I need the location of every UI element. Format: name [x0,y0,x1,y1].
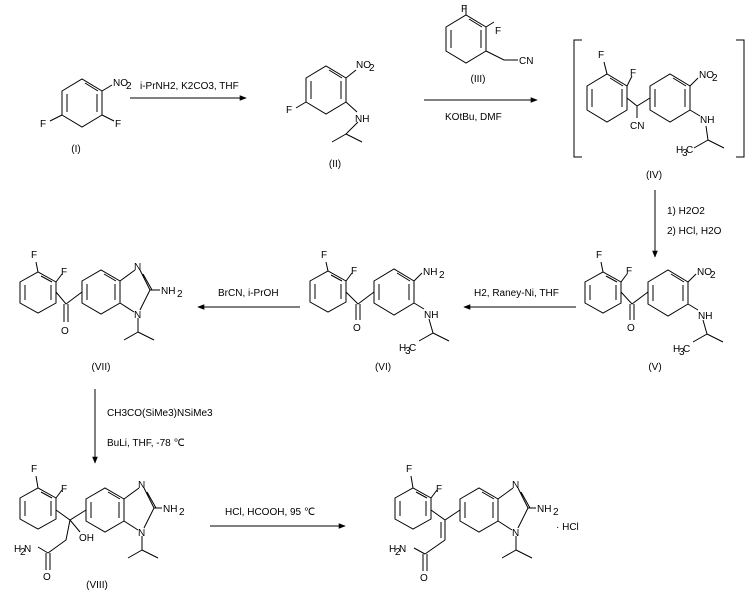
atom-o: O [43,572,51,583]
atom-sub: 3 [405,346,411,357]
compound-IV: F F CN NO 2 NH H C 3 (IV) [573,39,745,181]
atom-o: O [627,323,635,334]
atom-f: F [40,119,46,130]
atom-n: N [512,528,519,539]
atom-no2: NO [699,70,714,81]
atom-n: N [512,480,519,491]
compound-label-VIII: (VIII) [86,580,108,591]
atom-n: N [138,480,145,491]
compound-II: NO 2 NH F (II) [286,60,375,170]
atom-f: F [351,266,357,277]
atom-f: F [406,464,412,475]
atom-n: N [134,262,141,273]
condition-step6b: BuLi, THF, -78 ℃ [107,438,185,449]
atom-f: F [286,105,292,116]
atom-n: N [134,310,141,321]
condition-step3b: 2) HCl, H2O [667,226,722,237]
atom-cn: CN [519,56,533,67]
atom-f: F [61,484,67,495]
condition-step4: H2, Raney-Ni, THF [474,288,559,299]
atom-sub: 3 [679,347,685,358]
atom-nh2: NH [423,267,437,278]
atom-sub: 2 [20,547,26,558]
atom-f: F [31,464,37,475]
compound-V: F F O NO 2 NH H C 3 (V) [584,250,724,373]
compound-final: F F H N 2 O N N NH 2 · HCl [389,464,579,584]
atom-f: F [61,267,67,278]
atom-f: F [630,68,636,79]
atom-sub: 2 [126,81,132,92]
atom-h3c: H C [673,344,690,355]
atom-nh2: NH [163,504,177,515]
atom-nh2: NH [161,286,175,297]
condition-step5: BrCN, i-PrOH [218,288,279,299]
atom-no2: NO [113,78,128,89]
atom-f: F [31,250,37,261]
atom-sub: 2 [369,63,375,74]
atom-sub: 2 [177,289,183,300]
condition-step7: HCl, HCOOH, 95 ℃ [225,507,315,518]
atom-h2n: H N [14,544,31,555]
atom-f: F [436,484,442,495]
compound-III: F F CN (III) [445,4,533,85]
atom-sub: 2 [553,507,559,518]
atom-nh: NH [424,310,438,321]
atom-o: O [420,573,428,584]
atom-f: F [596,250,602,261]
atom-sub: 2 [710,270,716,281]
atom-sub: 2 [712,73,718,84]
atom-sub: 3 [682,148,688,159]
condition-step6a: CH3CO(SiMe3)NSiMe3 [107,408,213,419]
atom-h3c: H C [399,343,416,354]
atom-nh: NH [700,115,714,126]
compound-label-VII: (VII) [92,362,111,373]
atom-no2: NO [356,60,371,71]
compound-label-V: (V) [648,362,661,373]
atom-f: F [115,119,121,130]
atom-nh: NH [355,114,369,125]
compound-label-II: (II) [329,159,341,170]
atom-f: F [495,26,501,37]
atom-f: F [321,250,327,261]
atom-o: O [61,326,69,337]
compound-I: NO 2 F F (I) [40,78,132,155]
atom-oh: OH [79,533,94,544]
atom-nh2: NH [537,504,551,515]
atom-sub: 2 [179,507,185,518]
compound-label-IV: (IV) [646,170,662,181]
atom-f: F [461,4,467,15]
atom-cn: CN [630,121,644,132]
condition-step2: KOtBu, DMF [445,112,502,123]
atom-n: N [138,528,145,539]
atom-f: F [598,50,604,61]
condition-step3a: 1) H2O2 [667,206,705,217]
atom-nh: NH [698,311,712,322]
compound-label-III: (III) [471,74,486,85]
compound-label-I: (I) [71,144,80,155]
compound-VIII: F F OH H N 2 O N N NH 2 (VIII) [14,464,185,591]
compound-label-VI: (VI) [375,362,391,373]
atom-h2n: H N [389,544,406,555]
atom-no2: NO [697,267,712,278]
salt-label: · HCl [556,522,579,533]
atom-sub: 2 [439,270,445,281]
atom-o: O [353,323,361,334]
compound-VII: F F O N N NH 2 (VII) [19,250,183,373]
atom-f: F [626,266,632,277]
atom-sub: 2 [395,547,401,558]
compound-VI: F F O NH 2 NH H C 3 (VI) [309,250,450,373]
atom-h3c: H C [676,145,693,156]
condition-step1: i-PrNH2, K2CO3, THF [140,81,239,92]
